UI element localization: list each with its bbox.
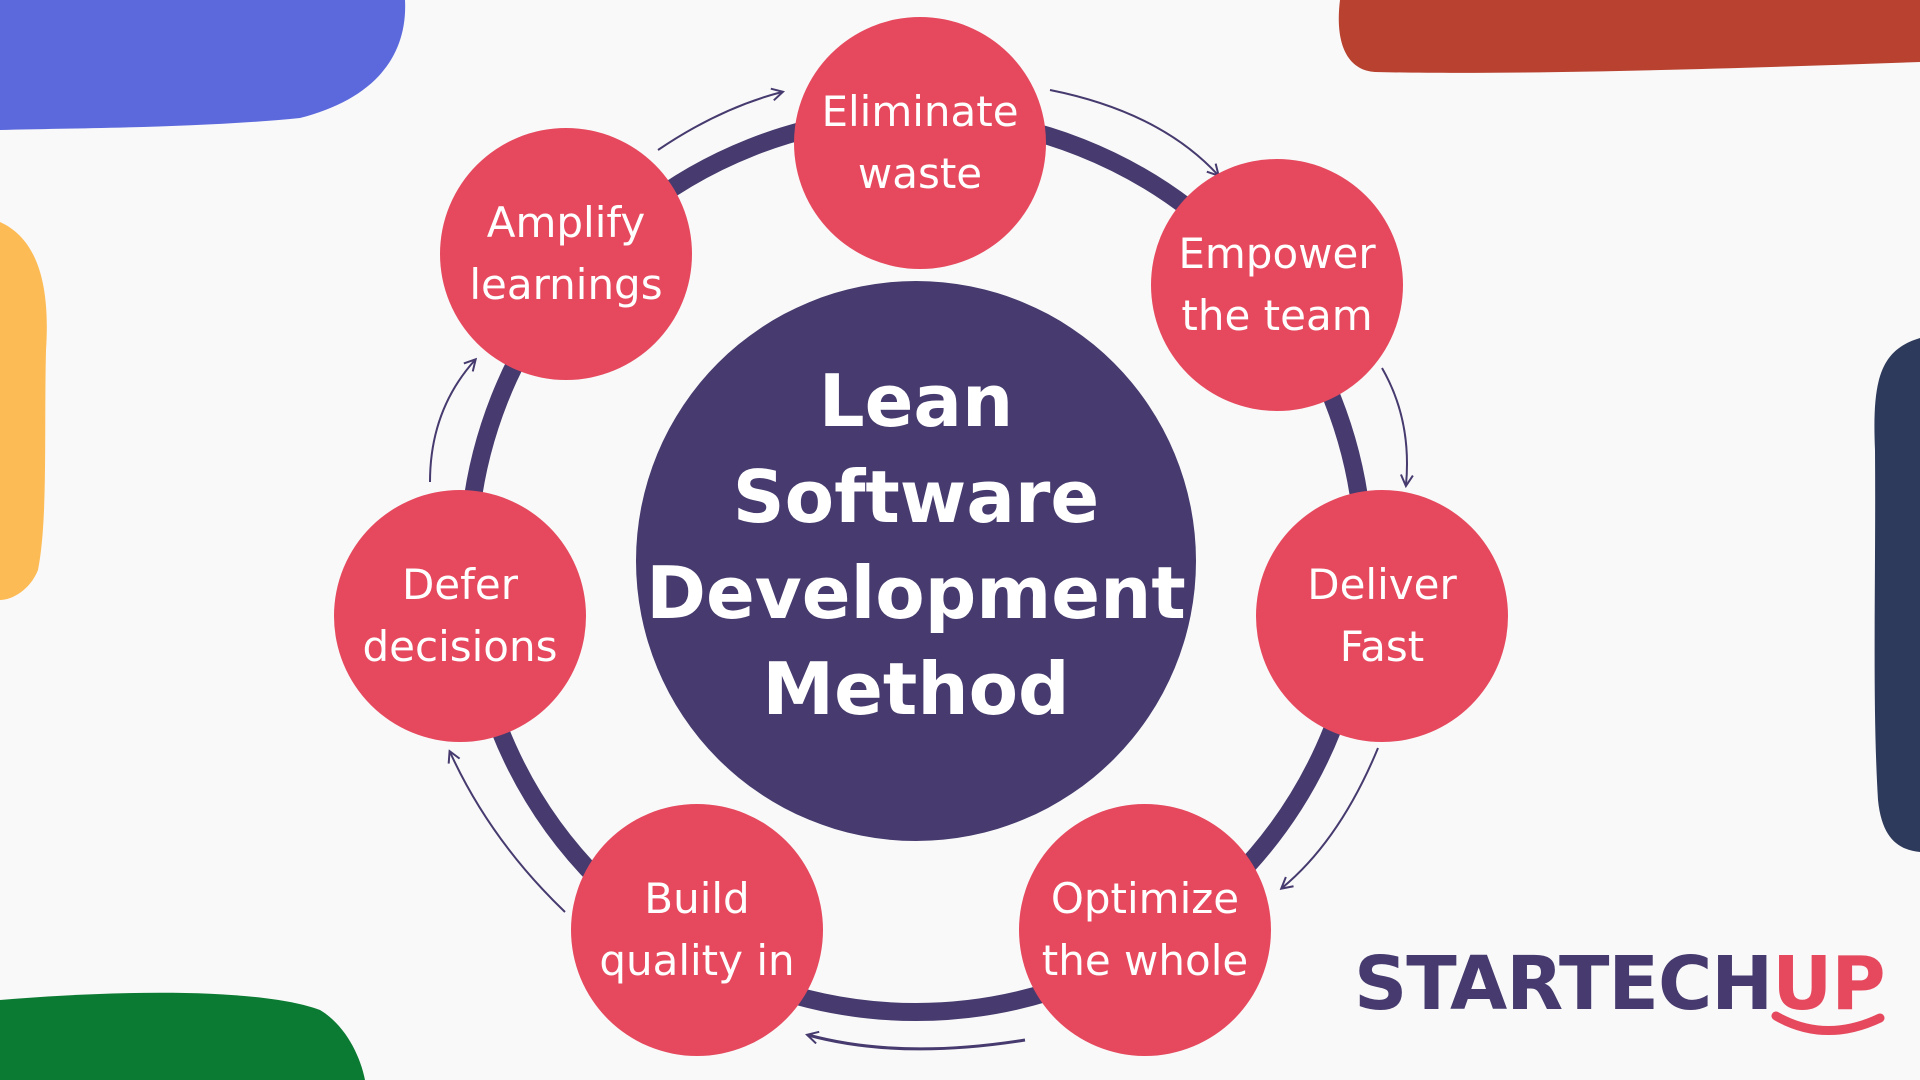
logo-text-up: UP	[1772, 941, 1885, 1027]
principle-label-line: decisions	[362, 622, 558, 671]
center-title-line: Development	[646, 551, 1186, 635]
center-title-line: Lean	[818, 359, 1014, 443]
center-title: Lean Software Development Method	[646, 353, 1186, 737]
principle-label-line: Optimize	[1050, 874, 1240, 923]
principle-label-line: Empower	[1178, 229, 1376, 278]
center-title-line: Method	[762, 647, 1070, 731]
principle-node-deliver-fast	[1256, 490, 1508, 742]
principle-label-build-quality-in: Build quality in	[572, 868, 822, 992]
principle-label-line: the whole	[1041, 936, 1249, 985]
principle-node-build-quality-in	[571, 804, 823, 1056]
principle-label-line: Defer	[401, 560, 519, 609]
principle-label-optimize-the-whole: Optimize the whole	[1020, 868, 1270, 992]
center-circle	[636, 281, 1196, 841]
logo-smile-icon	[1771, 1011, 1885, 1035]
blob-blue-top-left	[0, 0, 406, 130]
principle-label-line: learnings	[469, 260, 663, 309]
blob-red-top-right	[1338, 0, 1920, 73]
arrow-amplify-to-eliminate	[657, 92, 782, 151]
principle-label-line: Deliver	[1307, 560, 1457, 609]
arrow-defer-to-amplify	[429, 360, 475, 483]
principle-node-amplify-learnings	[440, 128, 692, 380]
principle-node-optimize-the-whole	[1019, 804, 1271, 1056]
principle-node-empower-the-team	[1151, 159, 1403, 411]
arrow-deliver-to-optimize	[1282, 747, 1379, 888]
logo-text-startech: STARTECH	[1354, 941, 1773, 1027]
principle-label-defer-decisions: Defer decisions	[335, 554, 585, 678]
principle-label-line: Eliminate	[821, 87, 1019, 136]
principle-node-defer-decisions	[334, 490, 586, 742]
startechup-logo: STARTECHUP	[1354, 941, 1886, 1035]
principle-label-line: waste	[857, 149, 983, 198]
blob-yellow-left	[0, 222, 47, 600]
arrow-empower-to-deliver	[1381, 367, 1407, 485]
principle-node-eliminate-waste	[794, 17, 1046, 269]
arrow-optimize-to-build	[808, 1035, 1026, 1051]
arrow-eliminate-to-empower	[1049, 89, 1218, 175]
blob-navy-right	[1874, 338, 1920, 852]
principle-label-line: Amplify	[486, 198, 646, 247]
principle-label-line: the team	[1181, 291, 1373, 340]
principle-label-line: Build	[644, 874, 750, 923]
principle-label-amplify-learnings: Amplify learnings	[441, 192, 691, 316]
arrow-build-to-defer	[450, 752, 566, 913]
principle-label-line: Fast	[1339, 622, 1425, 671]
center-title-line: Software	[732, 455, 1100, 539]
blob-green-bottom-left	[0, 992, 365, 1080]
principle-label-empower-the-team: Empower the team	[1152, 223, 1402, 347]
principle-label-line: quality in	[599, 936, 795, 985]
principle-label-eliminate-waste: Eliminate waste	[795, 81, 1045, 205]
